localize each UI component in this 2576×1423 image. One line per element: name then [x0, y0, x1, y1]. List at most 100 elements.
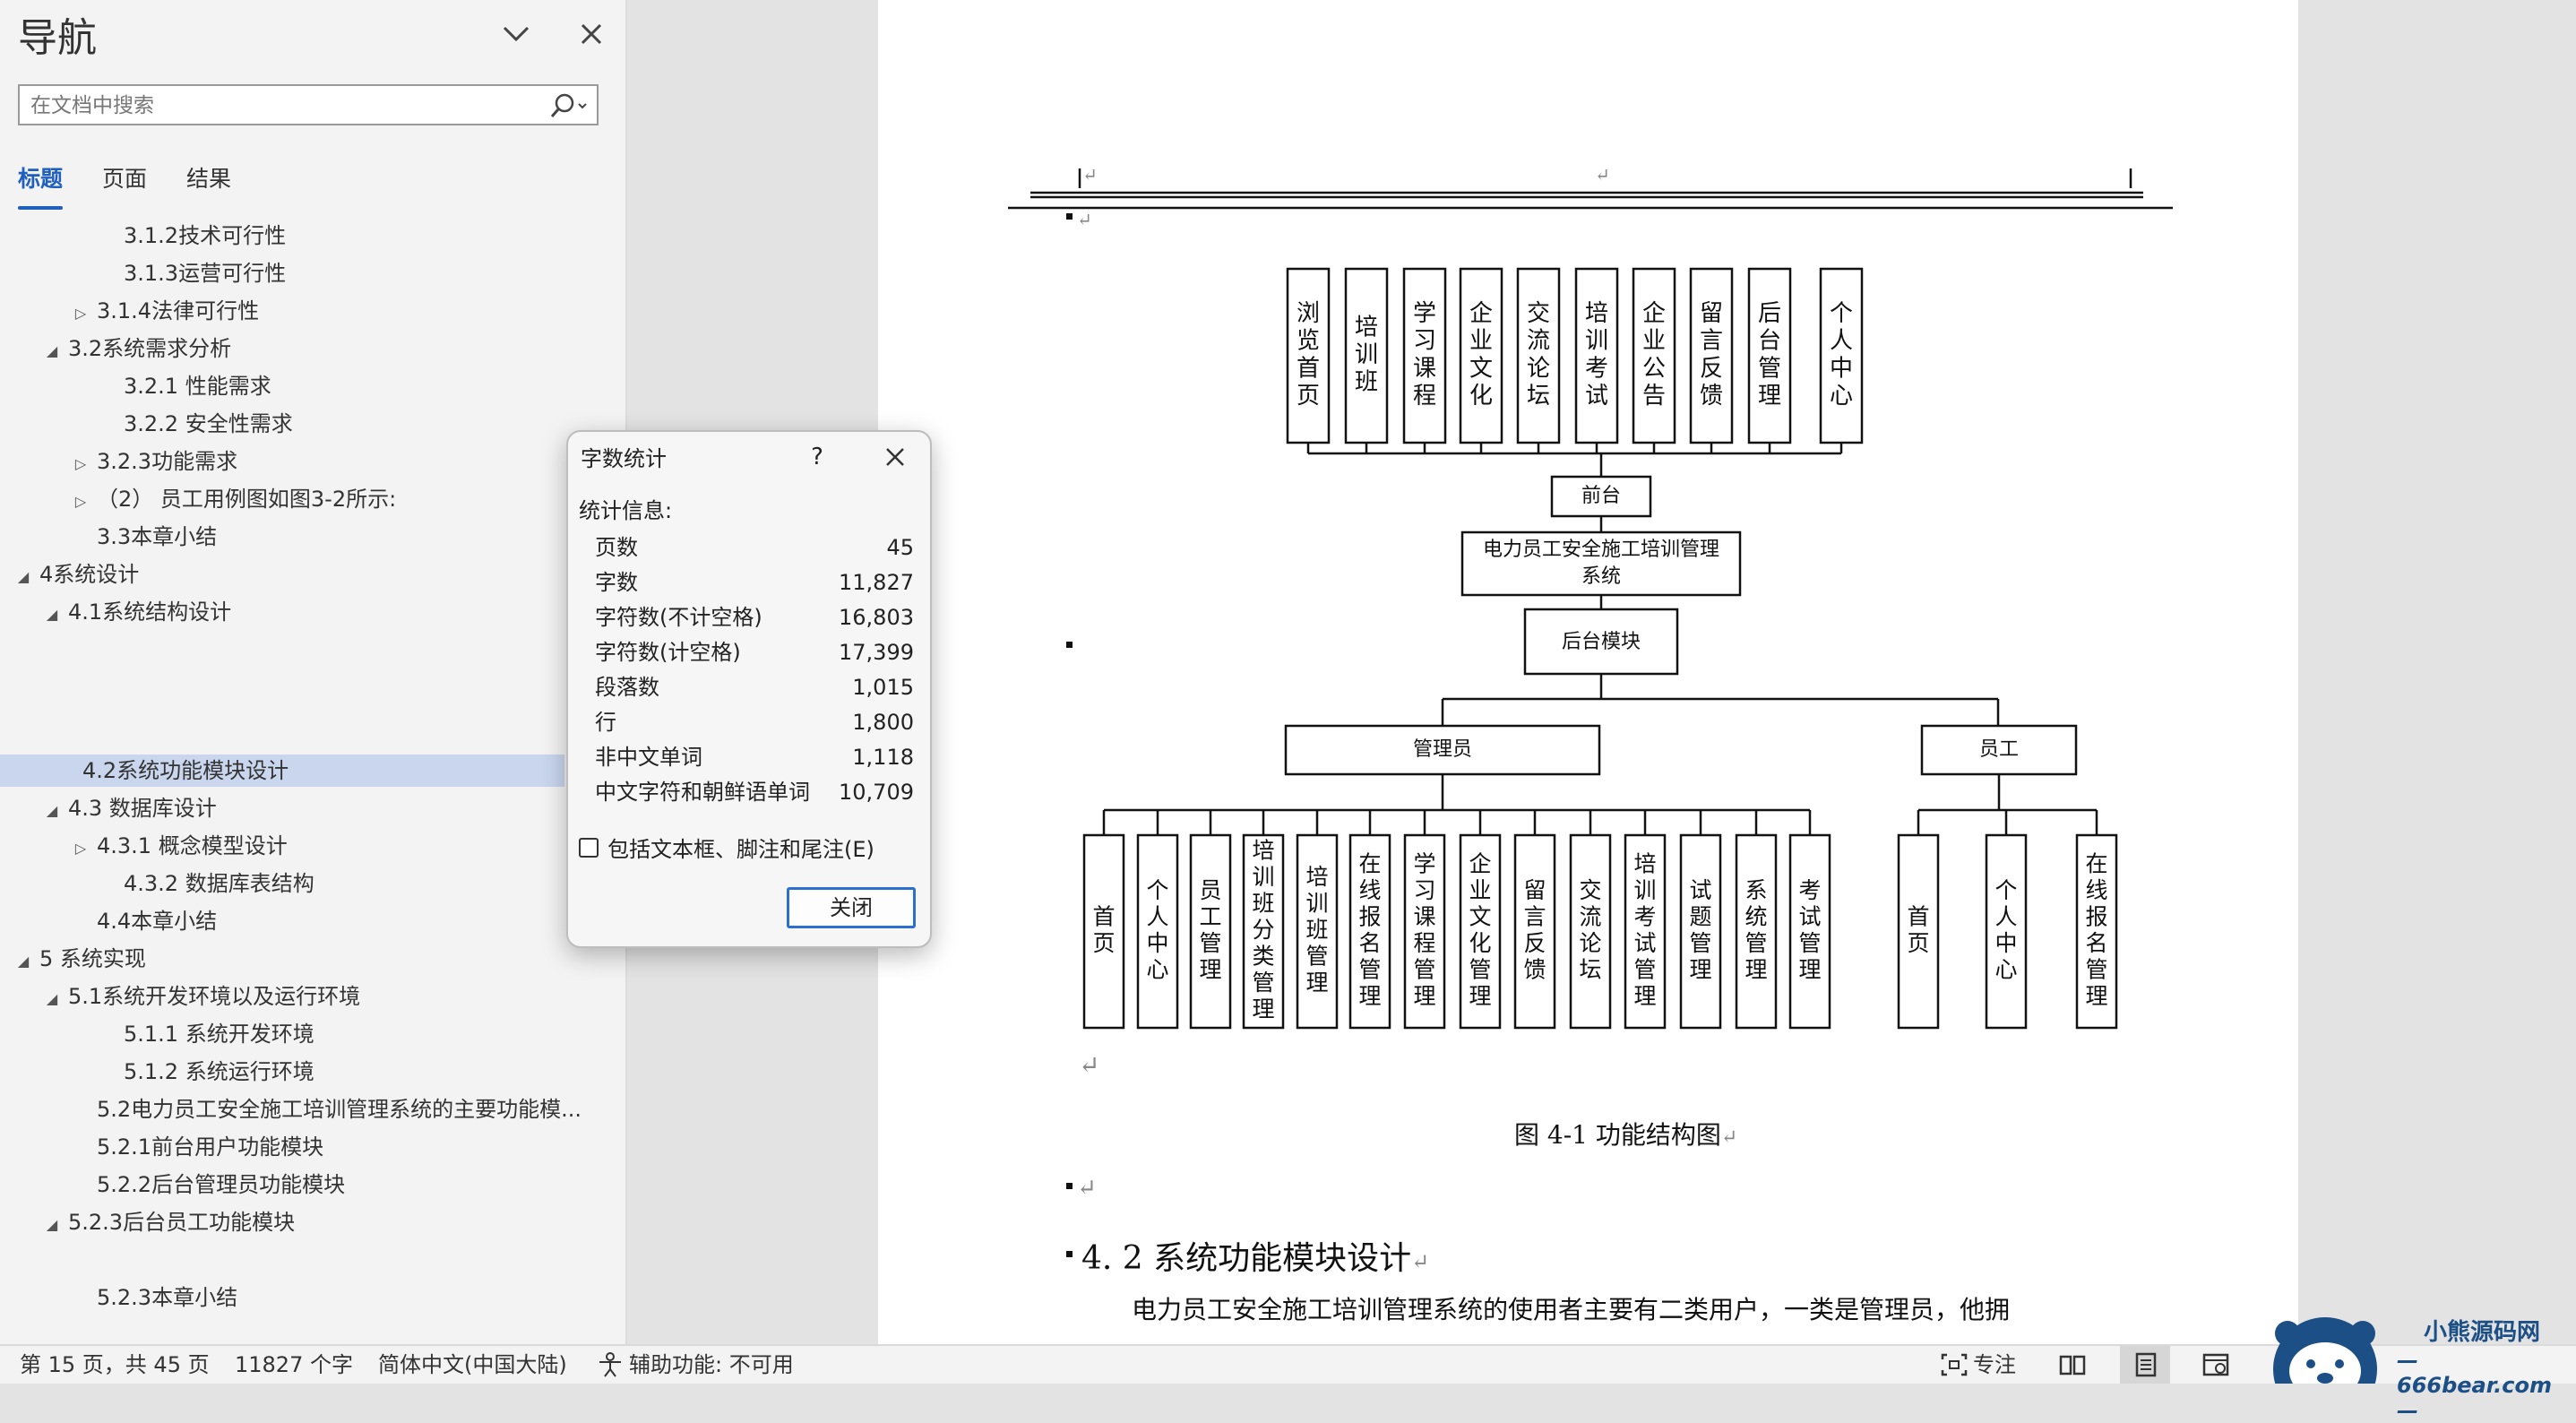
nav-heading-label: 5.2.3后台员工功能模块	[68, 1210, 296, 1235]
frontend-module-label: 览	[1297, 328, 1320, 355]
admin-module-label: 分	[1252, 917, 1274, 943]
collapse-arrow-icon[interactable]: ◢	[46, 606, 58, 623]
admin-module-box	[1082, 833, 1125, 1030]
tab-pages[interactable]: 页面	[102, 166, 148, 192]
tab-headings[interactable]: 标题	[18, 161, 64, 210]
admin-module-label: 企	[1469, 850, 1491, 876]
web-layout-icon[interactable]	[2201, 1351, 2231, 1378]
nav-heading-item[interactable]: ▷4.3.1 概念模型设计	[0, 830, 564, 862]
admin-module-box	[1296, 833, 1339, 1030]
nav-heading-item[interactable]: 3.1.3运营可行性	[0, 257, 564, 289]
frontend-module-box	[1689, 267, 1734, 444]
frontend-module-label: 企	[1642, 300, 1666, 327]
frontend-module-label: 人	[1830, 328, 1853, 355]
expand-arrow-icon[interactable]: ▷	[74, 840, 87, 857]
admin-module-label: 学	[1413, 850, 1435, 876]
collapse-arrow-icon[interactable]: ◢	[46, 990, 58, 1007]
frontend-module-label: 培	[1355, 314, 1378, 341]
admin-module-label: 留	[1523, 877, 1546, 903]
admin-module-label: 馈	[1523, 956, 1546, 982]
nav-heading-item[interactable]: 3.2.2 安全性需求	[0, 408, 564, 440]
nav-heading-item[interactable]: ◢4.3 数据库设计	[0, 792, 564, 824]
admin-module-label: 试	[1689, 877, 1711, 903]
nav-heading-item[interactable]: 3.3本章小结	[0, 521, 564, 553]
collapse-arrow-icon[interactable]: ◢	[46, 342, 58, 359]
nav-heading-item[interactable]: ▷3.2.3功能需求	[0, 445, 564, 478]
system-label: 系统	[1581, 565, 1621, 588]
admin-module-label: 心	[1146, 956, 1168, 982]
frontend-module-label: 论	[1527, 355, 1550, 382]
nav-heading-item[interactable]: 5.2.3本章小结	[0, 1281, 564, 1314]
nav-heading-item[interactable]: ▷（2） 员工用例图如图3-2所示:	[0, 483, 564, 515]
admin-module-label: 考	[1633, 903, 1656, 929]
nav-heading-item[interactable]: 5.2.1前台用户功能模块	[0, 1131, 564, 1163]
collapse-arrow-icon[interactable]: ◢	[17, 953, 30, 970]
nav-heading-label: 4.2系统功能模块设计	[82, 758, 289, 783]
focus-mode-button[interactable]: 专注	[1973, 1352, 2016, 1377]
employee-module-label: 中	[1994, 930, 2017, 956]
admin-module-label: 管	[1745, 930, 1767, 956]
paragraph-mark: ↵	[1079, 1050, 1099, 1080]
collapse-arrow-icon[interactable]: ◢	[46, 802, 58, 819]
frontend-module-label: 台	[1758, 328, 1781, 355]
word-count[interactable]: 11827 个字	[235, 1352, 353, 1377]
collapse-arrow-icon[interactable]: ◢	[17, 568, 30, 585]
nav-heading-item[interactable]: ◢3.2系统需求分析	[0, 332, 564, 365]
collapse-arrow-icon[interactable]: ◢	[46, 1216, 58, 1233]
search-icon[interactable]	[545, 91, 590, 120]
nav-heading-item[interactable]: 3.1.2技术可行性	[0, 220, 564, 252]
bullet-mark	[1066, 642, 1073, 648]
accessibility-status[interactable]: 辅助功能: 不可用	[629, 1352, 794, 1377]
admin-module-label: 言	[1523, 903, 1546, 929]
nav-heading-item[interactable]: 4.4本章小结	[0, 905, 564, 937]
nav-heading-item[interactable]: 4.3.2 数据库表结构	[0, 867, 564, 900]
nav-heading-item[interactable]: ◢4.1系统结构设计	[0, 596, 564, 628]
nav-heading-item[interactable]: 5.1.1 系统开发环境	[0, 1018, 564, 1050]
include-textboxes-checkbox[interactable]	[579, 837, 599, 858]
expand-arrow-icon[interactable]: ▷	[74, 455, 87, 472]
admin-module-label: 理	[1798, 956, 1821, 982]
nav-heading-item[interactable]: 5.2电力员工安全施工培训管理系统的主要功能模...	[0, 1093, 582, 1125]
nav-close-button[interactable]	[566, 9, 616, 59]
nav-heading-item[interactable]: 5.2.2后台管理员功能模块	[0, 1169, 564, 1201]
admin-module-label: 个	[1146, 877, 1168, 903]
nav-heading-label: 5 系统实现	[39, 946, 146, 971]
search-input[interactable]	[29, 86, 543, 125]
employee-label: 员工	[1979, 738, 2019, 761]
language[interactable]: 简体中文(中国大陆)	[378, 1352, 567, 1377]
stat-row: 字符数(计空格)17,399	[595, 635, 914, 669]
admin-module-label: 试	[1798, 903, 1821, 929]
frontend-module-label: 企	[1469, 300, 1493, 327]
admin-module-box	[1679, 833, 1722, 1030]
admin-module-box	[1189, 833, 1232, 1030]
stat-row: 字符数(不计空格)16,803	[595, 600, 914, 634]
admin-module-box	[1735, 833, 1778, 1030]
print-layout-icon[interactable]	[2131, 1351, 2161, 1378]
read-mode-icon[interactable]	[2057, 1351, 2088, 1378]
admin-module-label: 题	[1689, 903, 1711, 929]
nav-heading-item[interactable]: 4.2系统功能模块设计	[0, 755, 564, 787]
dialog-close-button[interactable]	[873, 437, 918, 477]
frontend-label: 前台	[1581, 485, 1621, 507]
expand-arrow-icon[interactable]: ▷	[74, 305, 87, 322]
help-button[interactable]: ?	[811, 444, 823, 470]
admin-module-label: 坛	[1579, 956, 1601, 982]
nav-heading-item[interactable]: ◢5.1系统开发环境以及运行环境	[0, 980, 564, 1013]
nav-heading-item[interactable]: 5.1.2 系统运行环境	[0, 1056, 564, 1088]
nav-heading-item[interactable]: ▷3.1.4法律可行性	[0, 295, 564, 327]
nav-heading-item[interactable]: 3.2.1 性能需求	[0, 370, 564, 402]
nav-options-button[interactable]	[491, 9, 541, 59]
page-count[interactable]: 第 15 页，共 45 页	[20, 1352, 210, 1377]
nav-heading-item[interactable]: ◢ 5.2.3后台员工功能模块	[0, 1206, 564, 1238]
admin-module-label: 培	[1252, 838, 1274, 864]
tab-results[interactable]: 结果	[186, 166, 232, 192]
nav-heading-item[interactable]: ◢4系统设计	[0, 558, 564, 591]
search-field[interactable]	[18, 84, 599, 125]
include-textboxes-option[interactable]: 包括文本框、脚注和尾注(E)	[579, 832, 874, 863]
close-dialog-button[interactable]: 关闭	[787, 887, 916, 928]
admin-module-label: 训	[1633, 877, 1656, 903]
stat-label: 字符数(计空格)	[595, 640, 741, 665]
nav-heading-item[interactable]: ◢ 5 系统实现	[0, 943, 564, 975]
expand-arrow-icon[interactable]: ▷	[74, 493, 87, 510]
